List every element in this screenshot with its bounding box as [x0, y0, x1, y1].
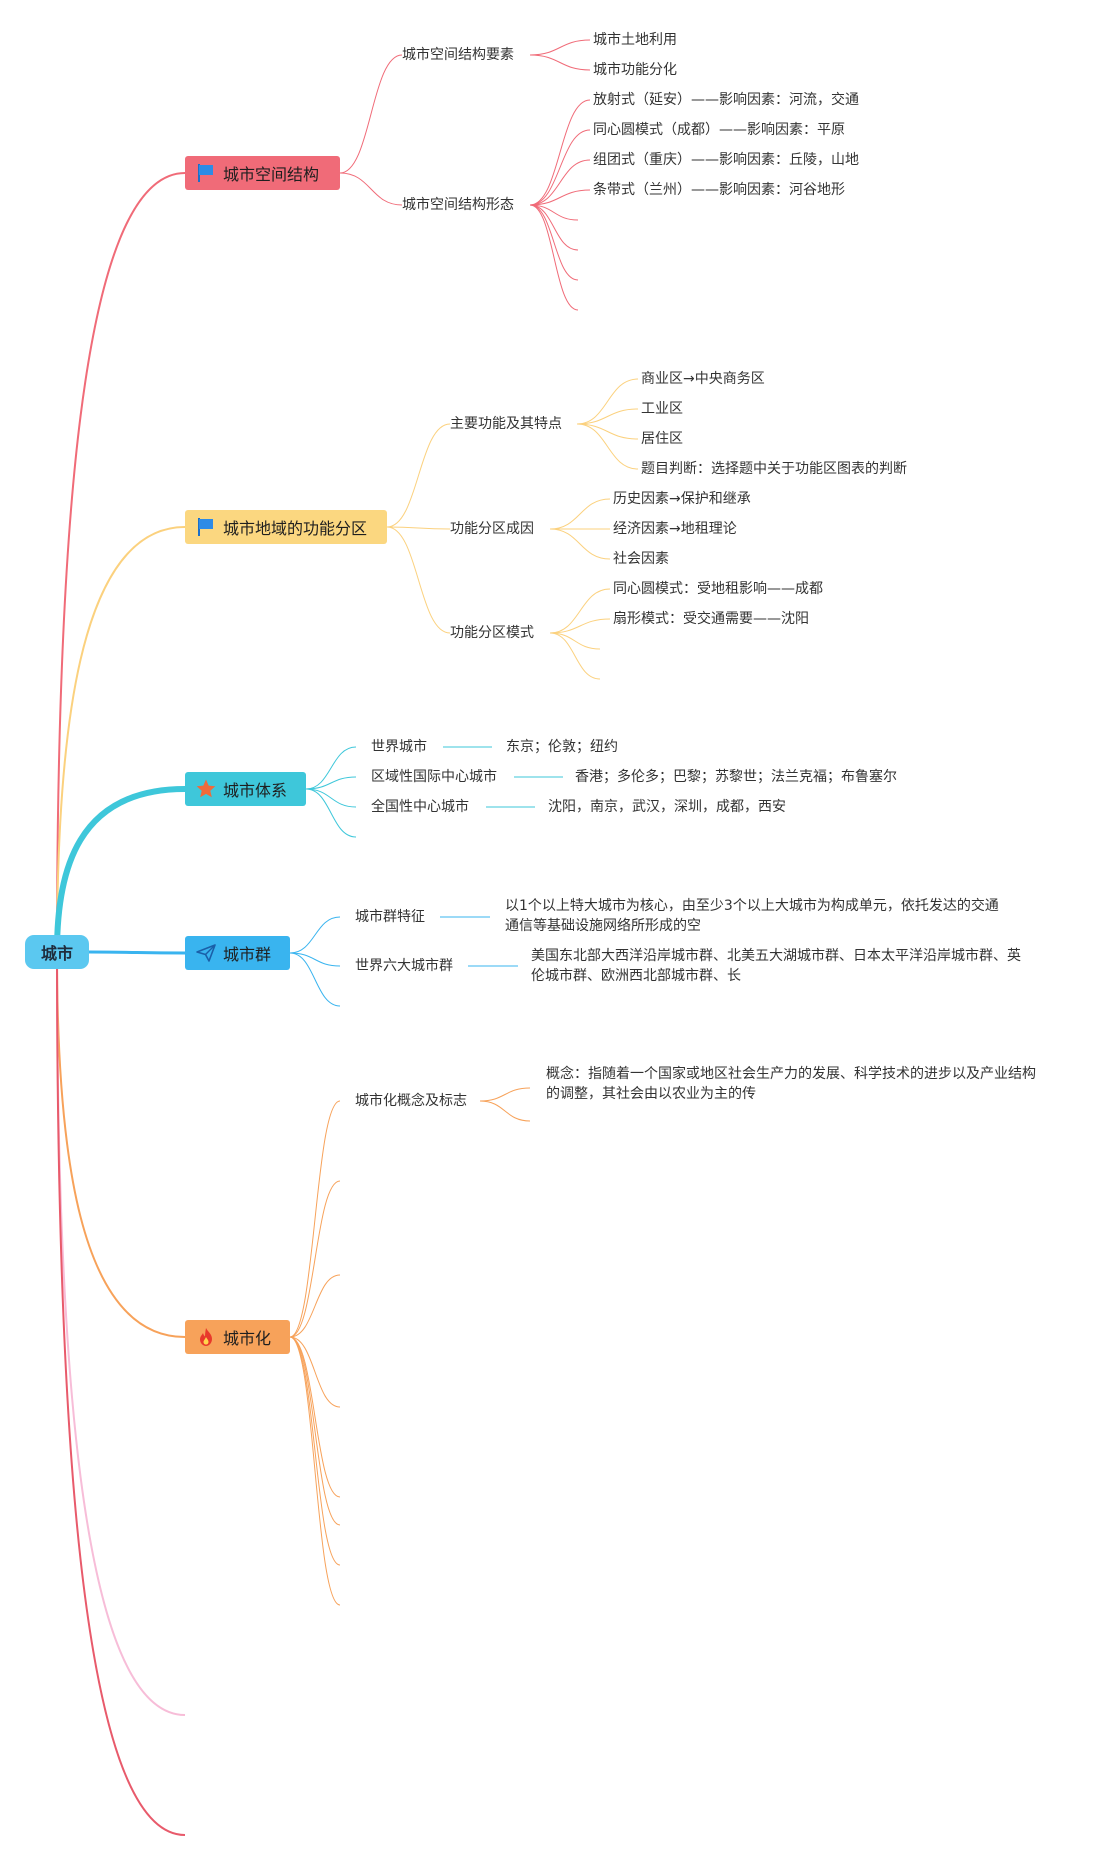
subtopic-zone-causes[interactable]: 功能分区成因: [450, 521, 534, 537]
connector: [529, 39, 591, 56]
root-label: 城市: [40, 944, 73, 963]
root-node[interactable]: 城市: [25, 935, 89, 969]
connector: [529, 204, 579, 251]
connector: [289, 916, 341, 954]
fire-icon: [195, 1326, 217, 1348]
root-connector-group: [88, 950, 186, 955]
branch-urban-functional-zones[interactable]: 城市地域的功能分区: [185, 510, 387, 544]
connector-main-functions: [386, 423, 451, 528]
connector: [289, 1100, 341, 1338]
leaf-item[interactable]: 组团式（重庆）——影响因素：丘陵，山地: [593, 152, 859, 168]
branch-label: 城市空间结构: [223, 165, 320, 184]
root-connector-system: [54, 786, 186, 953]
branch-urban-spatial-structure[interactable]: 城市空间结构: [185, 156, 340, 190]
connector: [576, 423, 639, 470]
connector: [549, 498, 611, 530]
connector: [305, 746, 357, 790]
connector: [289, 1336, 341, 1408]
connector: [289, 1336, 341, 1566]
flag-icon: [195, 162, 217, 184]
root-connector-function: [56, 526, 186, 953]
connector: [289, 952, 341, 967]
flag-icon: [195, 516, 217, 538]
paper-plane-icon: [195, 942, 217, 964]
connector: [479, 1100, 531, 1122]
branch-label: 城市化: [223, 1329, 272, 1348]
leaf-item[interactable]: 历史因素→保护和继承: [613, 491, 751, 507]
connector-structure-forms: [339, 172, 403, 206]
leaf-item[interactable]: 美国东北部大西洋沿岸城市群、北美五大湖城市群、日本太平洋沿岸城市群、英伦城市群、…: [531, 948, 1021, 984]
subtopic-world-city[interactable]: 世界城市: [371, 739, 427, 755]
star-icon: [195, 778, 217, 800]
branch-label: 城市地域的功能分区: [223, 519, 368, 538]
root-connector-structure: [56, 172, 186, 953]
connector: [549, 618, 611, 634]
connector: [576, 378, 639, 425]
connector: [549, 528, 611, 560]
connector: [289, 1274, 341, 1338]
connector: [529, 189, 591, 206]
leaf-item[interactable]: 题目判断：选择题中关于功能区图表的判断: [641, 461, 907, 477]
subtopic-regional-center[interactable]: 区域性国际中心城市: [371, 769, 497, 785]
connector: [576, 423, 639, 440]
root-connector-extra-red: [56, 951, 186, 1836]
leaf-item[interactable]: 东京；伦敦；纽约: [506, 739, 618, 755]
subtopic-structure-forms[interactable]: 城市空间结构形态: [402, 197, 514, 213]
leaf-item[interactable]: 条带式（兰州）——影响因素：河谷地形: [593, 182, 845, 198]
connector: [289, 1336, 341, 1526]
subtopic-zone-models[interactable]: 功能分区模式: [450, 625, 534, 641]
connector: [549, 632, 601, 650]
connector: [479, 1087, 531, 1102]
connector: [549, 632, 601, 680]
leaf-item[interactable]: 香港；多伦多；巴黎；苏黎世；法兰克福；布鲁塞尔: [575, 769, 897, 785]
connector: [305, 776, 357, 790]
leaf-item[interactable]: 以1个以上特大城市为核心，由至少3个以上大城市为构成单元，依托发达的交通通信等基…: [505, 898, 999, 934]
leaf-item[interactable]: 社会因素: [613, 551, 669, 567]
leaf-item[interactable]: 放射式（延安）——影响因素：河流，交通: [593, 92, 859, 108]
connector: [529, 204, 579, 311]
connector: [289, 1336, 341, 1606]
leaf-item[interactable]: 概念：指随着一个国家或地区社会生产力的发展、科学技术的进步以及产业结构的调整，其…: [546, 1066, 1036, 1102]
subtopic-national-center[interactable]: 全国性中心城市: [371, 799, 469, 815]
root-connector-extra-pink: [56, 951, 186, 1716]
leaf-item[interactable]: 居住区: [641, 431, 683, 447]
connector-structure-elements: [339, 54, 403, 174]
connector: [529, 129, 591, 206]
connector: [289, 952, 341, 1007]
leaf-item[interactable]: 扇形模式：受交通需要——沈阳: [613, 611, 809, 627]
branch-urbanization[interactable]: 城市化: [185, 1320, 290, 1354]
branch-urban-system[interactable]: 城市体系: [185, 772, 306, 806]
subtopic-structure-elements[interactable]: 城市空间结构要素: [402, 47, 514, 63]
leaf-item[interactable]: 工业区: [641, 401, 683, 417]
leaf-item[interactable]: 城市功能分化: [593, 62, 677, 78]
subtopic-six-agglomerations[interactable]: 世界六大城市群: [355, 958, 453, 974]
branch-label: 城市体系: [223, 781, 288, 800]
connector: [305, 788, 357, 838]
subtopic-urbanization-concept[interactable]: 城市化概念及标志: [355, 1093, 467, 1109]
leaf-item[interactable]: 沈阳，南京，武汉，深圳，成都，西安: [548, 799, 786, 815]
connector: [549, 588, 611, 634]
leaf-item[interactable]: 同心圆模式（成都）——影响因素：平原: [593, 122, 845, 138]
leaf-item[interactable]: 商业区→中央商务区: [641, 371, 765, 387]
leaf-item[interactable]: 城市土地利用: [593, 32, 677, 48]
leaf-item[interactable]: 同心圆模式：受地租影响——成都: [613, 581, 823, 597]
connector: [529, 159, 591, 206]
branch-urban-agglomeration[interactable]: 城市群: [185, 936, 290, 970]
connector: [529, 54, 591, 71]
connector: [529, 99, 591, 206]
connector-zone-models: [386, 526, 451, 634]
root-connector-urbanization: [56, 951, 186, 1338]
connector: [305, 788, 357, 808]
connector: [576, 408, 639, 425]
branch-label: 城市群: [223, 945, 272, 964]
subtopic-main-functions[interactable]: 主要功能及其特点: [450, 416, 562, 432]
leaf-item[interactable]: 经济因素→地租理论: [613, 521, 737, 537]
connector: [289, 1180, 341, 1338]
subtopic-agglomeration-features[interactable]: 城市群特征: [355, 909, 425, 925]
connector: [529, 204, 579, 281]
connector-zone-causes: [386, 526, 451, 530]
